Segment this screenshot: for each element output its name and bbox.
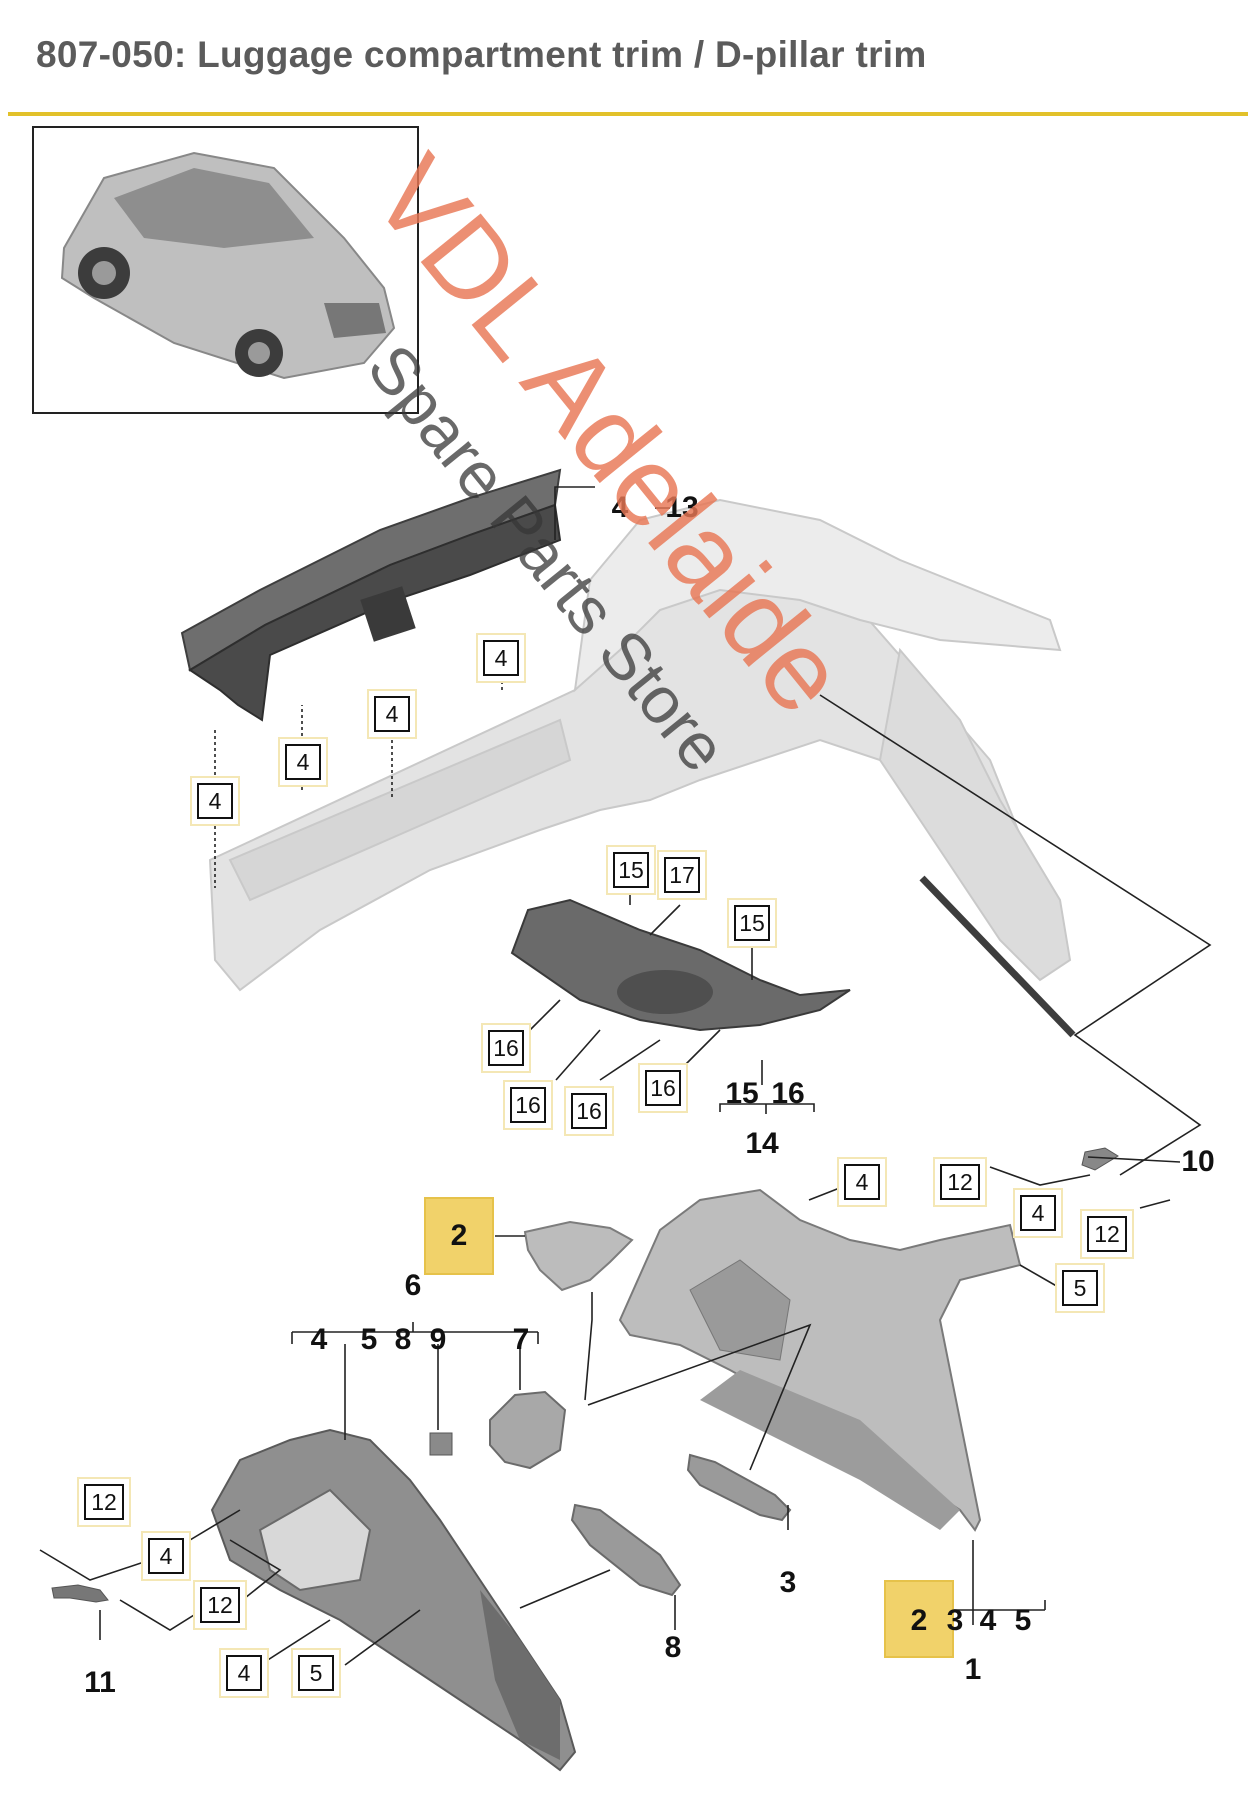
group-1-item-5: 5 [1014, 1604, 1032, 1637]
callout-6: 6 [404, 1269, 422, 1302]
luggage-sill-trim [180, 468, 562, 722]
callout-12-right-b: 12 [1087, 1216, 1127, 1252]
callout-10: 10 [1181, 1145, 1215, 1178]
strip-part-3 [686, 1453, 792, 1522]
callout-4-right-a: 4 [844, 1164, 880, 1200]
cover-cap [523, 1220, 634, 1292]
group-6-item-5: 5 [360, 1323, 378, 1356]
callout-16-b: 16 [510, 1087, 546, 1123]
callout-4-bolt-a: 4 [197, 783, 233, 819]
callout-4-bolt-d: 4 [483, 640, 519, 676]
left-side-trim [210, 1428, 577, 1772]
callout-12-right-a: 12 [940, 1164, 980, 1200]
callout-16-a: 16 [488, 1030, 524, 1066]
group-1-item-2[interactable]: 2 [910, 1604, 928, 1637]
right-side-trim [618, 1188, 1022, 1532]
callout-15-b: 15 [734, 905, 770, 941]
callout-17: 17 [664, 857, 700, 893]
bracket-part-11 [51, 1584, 109, 1603]
callout-4-top: 4 [611, 491, 629, 524]
body-shell [208, 498, 1072, 992]
rod-right [919, 875, 1076, 1038]
callout-16-c: 16 [571, 1093, 607, 1129]
callout-16-d: 16 [645, 1070, 681, 1106]
page-header: 807-050: Luggage compartment trim / D-pi… [8, 0, 1248, 116]
bracket-part-10 [1081, 1147, 1119, 1171]
clip-part-9 [429, 1432, 453, 1456]
group-6-item-9: 9 [429, 1323, 447, 1356]
callout-12-left-a: 12 [84, 1484, 124, 1520]
group-6-item-7: 7 [512, 1323, 530, 1356]
callout-1: 1 [964, 1653, 982, 1686]
group-6-item-4: 4 [310, 1323, 328, 1356]
group-6-item-8: 8 [394, 1323, 412, 1356]
group-1-highlight [884, 1580, 954, 1658]
callout-4-bolt-c: 4 [374, 696, 410, 732]
vehicle-thumbnail [32, 126, 419, 414]
callout-4-bolt-b: 4 [285, 744, 321, 780]
group-1-item-4: 4 [979, 1604, 997, 1637]
callout-8: 8 [664, 1631, 682, 1664]
callout-3: 3 [779, 1566, 797, 1599]
callout-5-right: 5 [1062, 1270, 1098, 1306]
callout-11: 11 [84, 1666, 116, 1699]
callout-4-left-a: 4 [148, 1538, 184, 1574]
callout-15-a: 15 [613, 852, 649, 888]
callout-12-left-b: 12 [200, 1587, 240, 1623]
leader-lines [39, 486, 1212, 1666]
group-14-bracket [719, 1103, 815, 1114]
callout-14: 14 [745, 1127, 779, 1160]
callout-4-right-b: 4 [1020, 1195, 1056, 1231]
strip-part-8 [570, 1503, 682, 1597]
callout-2-highlighted[interactable]: 2 [424, 1197, 494, 1275]
callout-5-left: 5 [298, 1655, 334, 1691]
d-pillar-trim [510, 898, 851, 1032]
callout-4-left-b: 4 [226, 1655, 262, 1691]
bracket-part-7 [489, 1390, 567, 1470]
group-1-item-3: 3 [946, 1604, 964, 1637]
vehicle-illustration [60, 151, 396, 380]
page-title: 807-050: Luggage compartment trim / D-pi… [36, 34, 927, 75]
callout-13: 13 [665, 491, 699, 524]
